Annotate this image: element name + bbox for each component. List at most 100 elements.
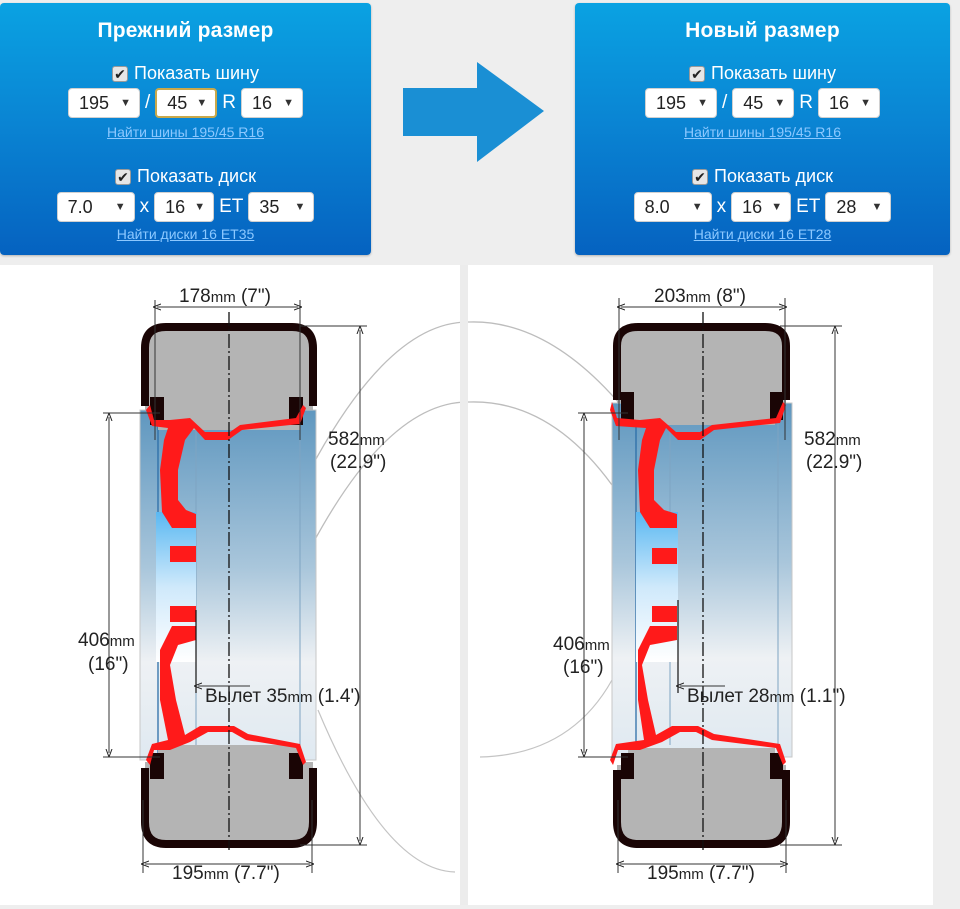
hub-bolt (652, 548, 677, 564)
offset-label: Вылет 35mm (1.4') (205, 686, 360, 707)
tire-profile-old-value: 45 (167, 92, 188, 113)
wheel-width-old-select[interactable]: 7.0 ▼ (56, 192, 135, 222)
new-size-panel: Новый размер ✔ Показать шину 195 ▼ / 45 … (575, 3, 950, 255)
wheel-offset-old-value: 35 (259, 196, 280, 217)
rim-diameter-inch-label: (16") (563, 657, 604, 678)
arrow-right-icon (403, 62, 544, 162)
tire-diameter-new-value: 16 (829, 92, 850, 113)
sheet-divider (460, 265, 468, 905)
caret-down-icon: ▼ (120, 97, 131, 109)
show-tire-old-checkbox[interactable]: ✔ (112, 65, 129, 82)
tire-width-label: 195mm (7.7") (647, 863, 755, 884)
hub-bolt (652, 606, 677, 622)
lower-circle-arc-right (479, 679, 613, 758)
find-wheels-old-link[interactable]: Найти диски 16 ET35 (116, 226, 255, 242)
tire-profile-new-value: 45 (743, 92, 764, 113)
et-label: ET (796, 196, 821, 217)
bead (289, 753, 303, 779)
wheel-width-new-value: 8.0 (644, 196, 670, 217)
r-label: R (222, 92, 236, 113)
tire-diameter-old-value: 16 (252, 92, 273, 113)
show-tire-new-row: ✔ Показать шину (575, 63, 950, 84)
show-tire-old-row: ✔ Показать шину (0, 63, 371, 84)
show-tire-new-checkbox[interactable]: ✔ (689, 65, 706, 82)
tire-width-label: 195mm (7.7") (172, 863, 280, 884)
find-wheels-new-link[interactable]: Найти диски 16 ET28 (693, 226, 832, 242)
caret-down-icon: ▼ (114, 201, 126, 213)
r-label: R (799, 92, 813, 113)
wheel-size-new-row: 8.0 ▼ x 16 ▼ ET 28 ▼ (575, 192, 950, 222)
caret-down-icon: ▼ (871, 201, 883, 213)
caret-down-icon: ▼ (697, 97, 708, 109)
show-wheel-old-label[interactable]: Показать диск (137, 166, 256, 186)
find-tires-new-row: Найти шины 195/45 R16 (575, 124, 950, 140)
show-wheel-old-row: ✔ Показать диск (0, 166, 371, 187)
rim-profile-bottom (610, 626, 786, 765)
wheel-offset-new-select[interactable]: 28 ▼ (825, 192, 892, 222)
tire-profile-old-select[interactable]: 45 ▼ (155, 88, 218, 118)
bead (621, 392, 634, 420)
wheel-diameter-old-select[interactable]: 16 ▼ (154, 192, 215, 222)
wheel-offset-old-select[interactable]: 35 ▼ (248, 192, 315, 222)
show-tire-new-label[interactable]: Показать шину (711, 63, 836, 83)
rim-diameter-inch-label: (16") (88, 654, 129, 675)
hub-bolt (170, 546, 196, 562)
tire-bottom-body (617, 748, 786, 844)
new-wheel-drawing: 203mm (8") 582mm (22.9") 406mm (16") Выл… (553, 286, 862, 884)
tire-size-new-row: 195 ▼ / 45 ▼ R 16 ▼ (575, 88, 950, 118)
old-size-title: Прежний размер (97, 19, 274, 42)
x-label: x (716, 196, 727, 217)
tire-width-new-select[interactable]: 195 ▼ (644, 88, 717, 118)
slash-separator: / (721, 92, 728, 113)
old-wheel-drawing: 178mm (7") 582mm (22.9") 406mm (16") Выл… (78, 286, 386, 884)
tire-profile-new-select[interactable]: 45 ▼ (732, 88, 795, 118)
tire-size-old-row: 195 ▼ / 45 ▼ R 16 ▼ (0, 88, 371, 118)
checkmark-icon: ✔ (114, 65, 126, 82)
rim-width-label: 178mm (7") (179, 286, 271, 307)
tire-width-old-select[interactable]: 195 ▼ (67, 88, 140, 118)
overall-diameter-inch-label: (22.9") (330, 452, 386, 473)
tire-bottom-body (145, 745, 313, 844)
caret-down-icon: ▼ (294, 201, 306, 213)
show-wheel-new-row: ✔ Показать диск (575, 166, 950, 187)
slash-separator: / (144, 92, 151, 113)
overall-diameter-label: 582mm (804, 429, 861, 450)
x-label: x (139, 196, 150, 217)
caret-down-icon: ▼ (691, 201, 703, 213)
show-wheel-new-label[interactable]: Показать диск (714, 166, 833, 186)
wheel-width-new-select[interactable]: 8.0 ▼ (633, 192, 712, 222)
wheel-width-old-value: 7.0 (67, 196, 93, 217)
caret-down-icon: ▼ (283, 97, 294, 109)
find-wheels-old-row: Найти диски 16 ET35 (0, 226, 371, 242)
wheel-offset-new-value: 28 (836, 196, 857, 217)
wheel-diameter-new-value: 16 (742, 196, 763, 217)
new-size-title: Новый размер (685, 19, 840, 42)
checkmark-icon: ✔ (117, 168, 129, 185)
rim-profile-top (146, 405, 306, 528)
bead (770, 753, 783, 779)
caret-down-icon: ▼ (771, 201, 783, 213)
find-tires-new-link[interactable]: Найти шины 195/45 R16 (684, 124, 841, 140)
overall-diameter-label: 582mm (328, 429, 385, 450)
tire-diameter-new-select[interactable]: 16 ▼ (818, 88, 880, 118)
tire-width-new-value: 195 (655, 92, 687, 113)
bead (150, 397, 164, 425)
hub-bolt (170, 606, 196, 622)
rim-diameter-label: 406mm (553, 634, 610, 655)
show-tire-old-label[interactable]: Показать шину (134, 63, 259, 83)
et-label: ET (219, 196, 244, 217)
find-wheels-new-row: Найти диски 16 ET28 (575, 226, 950, 242)
show-wheel-new-checkbox[interactable]: ✔ (692, 168, 709, 185)
tire-diameter-old-select[interactable]: 16 ▼ (241, 88, 303, 118)
wheel-diameter-old-value: 16 (165, 196, 186, 217)
wheel-diameter-new-select[interactable]: 16 ▼ (731, 192, 792, 222)
show-wheel-old-checkbox[interactable]: ✔ (115, 168, 132, 185)
lower-circle-arc-left (317, 709, 456, 873)
find-tires-old-link[interactable]: Найти шины 195/45 R16 (107, 124, 264, 140)
checkmark-icon: ✔ (691, 65, 703, 82)
caret-down-icon: ▼ (774, 97, 786, 109)
caret-down-icon: ▼ (196, 97, 208, 109)
rim-diameter-label: 406mm (78, 630, 135, 651)
bead (150, 753, 164, 779)
